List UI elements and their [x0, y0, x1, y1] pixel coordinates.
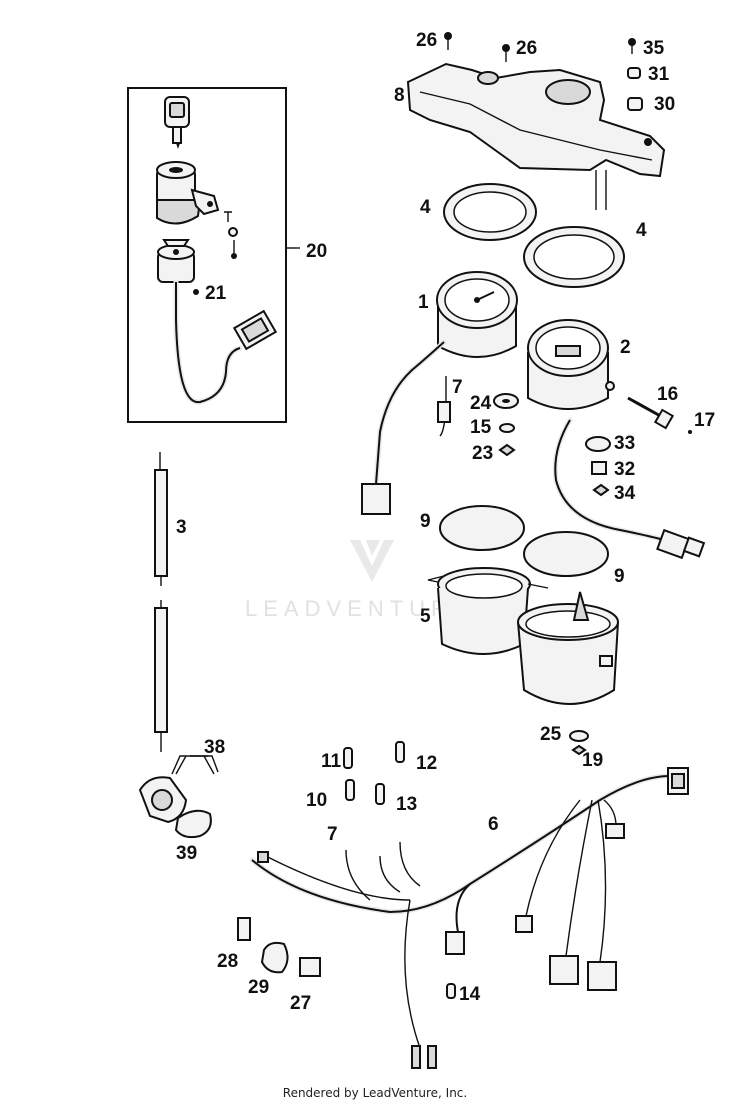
footer-credit: Rendered by LeadVenture, Inc.: [282, 1086, 468, 1100]
gauge-lenses: [439, 505, 609, 577]
speedometer-drive: [138, 755, 219, 839]
ignition-lock: [156, 161, 220, 225]
callout-17: 17: [694, 410, 715, 431]
callout-4: 4: [636, 220, 647, 241]
watermark-text: LEADVENTURE: [245, 596, 474, 621]
callout-8: 8: [394, 85, 405, 106]
bracket-screws: [444, 32, 643, 111]
callout-1: 1: [418, 292, 429, 313]
callout-13: 13: [396, 794, 417, 815]
callout-15: 15: [470, 417, 492, 438]
lock-screws: [224, 211, 238, 259]
callout-39: 39: [176, 843, 197, 864]
callout-7: 7: [452, 377, 463, 398]
callout-14: 14: [459, 984, 481, 1005]
rubber-rings: [443, 183, 625, 288]
speedometer-gauge: [361, 271, 518, 515]
callout-31: 31: [648, 64, 670, 85]
callout-2: 2: [620, 337, 631, 358]
callout-27: 27: [290, 993, 311, 1014]
instrument-bracket: [406, 62, 666, 210]
wiring-harness: [249, 767, 689, 1069]
callout-29: 29: [248, 977, 269, 998]
callout-26: 26: [516, 38, 537, 59]
callout-32: 32: [614, 459, 635, 480]
gauge-housings: [427, 567, 619, 705]
callout-10: 10: [306, 790, 327, 811]
callout-9: 9: [420, 511, 431, 532]
callout-labels: 26 26 35 31 30 8 4 4 20 21 1 2 7 24 16 1…: [176, 30, 715, 1014]
callout-20: 20: [306, 241, 327, 262]
callout-3: 3: [176, 517, 187, 538]
watermark-logo: [350, 540, 394, 582]
leader-lines: [175, 755, 215, 775]
callout-24: 24: [470, 393, 492, 414]
callout-25: 25: [540, 724, 562, 745]
ignition-switch: [157, 239, 278, 405]
callout-26: 26: [416, 30, 437, 51]
clips-and-holders: [237, 917, 456, 999]
indicator-bulbs: [343, 741, 405, 805]
callout-6: 6: [488, 814, 499, 835]
callout-21: 21: [205, 283, 227, 304]
callout-23: 23: [472, 443, 493, 464]
washers-nuts: [493, 393, 692, 497]
callout-16: 16: [657, 384, 678, 405]
callout-30: 30: [654, 94, 675, 115]
callout-35: 35: [643, 38, 665, 59]
callout-28: 28: [217, 951, 238, 972]
callout-34: 34: [614, 483, 636, 504]
callout-4: 4: [420, 197, 431, 218]
callout-7: 7: [327, 824, 338, 845]
callout-11: 11: [321, 751, 342, 772]
callout-38: 38: [204, 737, 225, 758]
ignition-key: [164, 96, 190, 149]
callout-19: 19: [582, 750, 603, 771]
tachometer-gauge: [527, 319, 706, 560]
callout-5: 5: [420, 606, 431, 627]
callout-9: 9: [614, 566, 625, 587]
housing-fasteners: [569, 730, 589, 756]
callout-12: 12: [416, 753, 437, 774]
speedometer-cable: [154, 452, 168, 752]
ignition-kit-frame: [127, 87, 287, 423]
callout-33: 33: [614, 433, 635, 454]
